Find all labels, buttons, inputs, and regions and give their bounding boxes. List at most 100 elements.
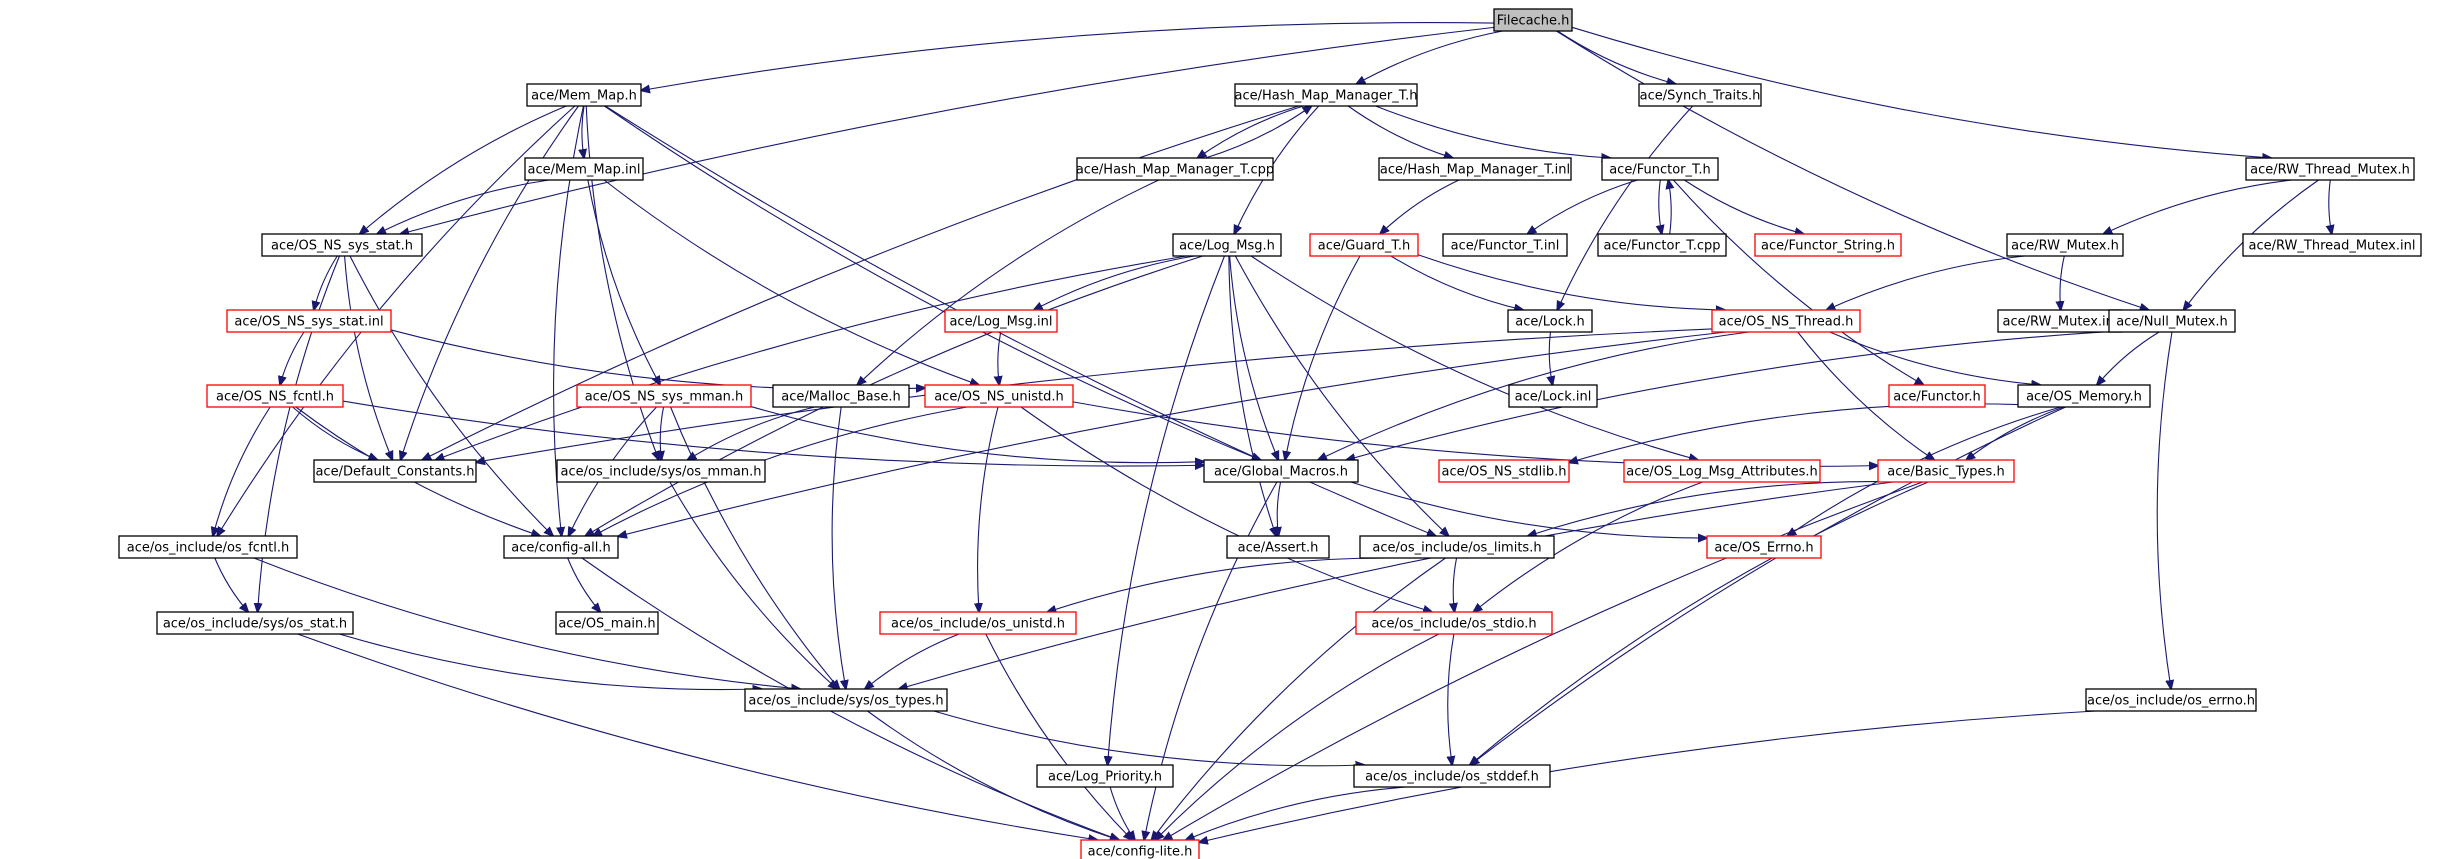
- node-os-log-msg-attr[interactable]: ace/OS_Log_Msg_Attributes.h: [1623, 459, 1821, 483]
- node-os-memory[interactable]: ace/OS_Memory.h: [2017, 384, 2151, 408]
- edge-mem-map-to-mem-map-inl: [582, 105, 584, 158]
- node-os-limits[interactable]: ace/os_include/os_limits.h: [1359, 535, 1555, 559]
- edge-mem-map-to-default-constants: [401, 105, 579, 460]
- node-synch-traits[interactable]: ace/Synch_Traits.h: [1638, 83, 1762, 107]
- edge-filecache-to-os-ns-sys-stat: [400, 26, 1495, 234]
- node-log-msg-inl[interactable]: ace/Log_Msg.inl: [944, 309, 1058, 333]
- node-box: [1493, 8, 1573, 32]
- node-log-msg[interactable]: ace/Log_Msg.h: [1172, 233, 1282, 257]
- node-sys-os-stat[interactable]: ace/os_include/sys/os_stat.h: [156, 611, 354, 635]
- node-box: [1877, 459, 2015, 483]
- node-global-macros[interactable]: ace/Global_Macros.h: [1203, 459, 1359, 483]
- node-hmm-t-cpp[interactable]: ace/Hash_Map_Manager_T.cpp: [1076, 157, 1274, 181]
- node-basic-types[interactable]: ace/Basic_Types.h: [1877, 459, 2015, 483]
- node-os-unistd[interactable]: ace/os_include/os_unistd.h: [879, 611, 1077, 635]
- node-os-ns-sys-mman[interactable]: ace/OS_NS_sys_mman.h: [576, 384, 752, 408]
- node-os-ns-sys-stat[interactable]: ace/OS_NS_sys_stat.h: [261, 233, 423, 257]
- edge-os-ns-sys-mman-to-sys-os-types: [670, 406, 840, 689]
- node-hmm-t-inl[interactable]: ace/Hash_Map_Manager_T.inl: [1378, 157, 1572, 181]
- node-label: ace/Mem_Map.inl: [528, 163, 641, 178]
- node-sys-os-types[interactable]: ace/os_include/sys/os_types.h: [744, 688, 948, 712]
- node-os-fcntl[interactable]: ace/os_include/os_fcntl.h: [118, 535, 298, 559]
- edge-hmm-t-to-default-constants: [422, 105, 1299, 460]
- edge-os-ns-sys-mman-to-sys-mman: [660, 406, 663, 460]
- edge-log-msg-to-log-priority: [1108, 255, 1225, 765]
- node-os-ns-thread[interactable]: ace/OS_NS_Thread.h: [1711, 309, 1861, 333]
- node-box: [1638, 83, 1762, 107]
- node-rw-thread-mutex[interactable]: ace/RW_Thread_Mutex.h: [2245, 157, 2415, 181]
- node-os-errno[interactable]: ace/os_include/os_errno.h: [2085, 688, 2257, 712]
- edge-os-ns-thread-to-os-memory: [1829, 331, 2041, 385]
- node-filecache[interactable]: Filecache.h: [1493, 8, 1573, 32]
- node-os-errno-h[interactable]: ace/OS_Errno.h: [1706, 535, 1822, 559]
- node-box: [1355, 611, 1553, 635]
- node-box: [556, 459, 766, 483]
- node-lock-inl[interactable]: ace/Lock.inl: [1508, 384, 1598, 408]
- edge-sys-mman-to-sys-os-types: [669, 481, 837, 689]
- edge-os-ns-fcntl-to-global-macros: [342, 400, 1204, 466]
- node-os-ns-fcntl[interactable]: ace/OS_NS_fcntl.h: [206, 384, 344, 408]
- node-malloc-base[interactable]: ace/Malloc_Base.h: [772, 384, 910, 408]
- node-config-lite[interactable]: ace/config-lite.h: [1080, 839, 1200, 859]
- edge-os-ns-unistd-to-basic-types: [1072, 401, 1878, 467]
- node-mem-map[interactable]: ace/Mem_Map.h: [526, 83, 642, 107]
- node-guard-t[interactable]: ace/Guard_T.h: [1309, 233, 1419, 257]
- node-functor-string[interactable]: ace/Functor_String.h: [1754, 233, 1902, 257]
- edge-os-ns-thread-to-global-macros: [1318, 331, 1750, 460]
- node-box: [924, 384, 1074, 408]
- edge-mem-map-to-sys-mman: [585, 105, 658, 460]
- node-box: [1172, 233, 1282, 257]
- node-label: ace/Functor_T.cpp: [1604, 239, 1721, 254]
- edge-log-msg-to-os-limits: [1234, 255, 1448, 536]
- node-box: [1359, 535, 1555, 559]
- node-os-stdio[interactable]: ace/os_include/os_stdio.h: [1355, 611, 1553, 635]
- edge-os-ns-thread-to-basic-types: [1797, 331, 1935, 460]
- node-os-ns-stdlib[interactable]: ace/OS_NS_stdlib.h: [1438, 459, 1570, 483]
- node-os-stddef[interactable]: ace/os_include/os_stddef.h: [1353, 764, 1551, 788]
- edge-os-ns-sys-mman-to-global-macros: [750, 406, 1204, 463]
- node-box: [1234, 83, 1418, 107]
- node-functor-t[interactable]: ace/Functor_T.h: [1601, 157, 1719, 181]
- node-config-all[interactable]: ace/config-all.h: [503, 535, 619, 559]
- node-functor-t-cpp[interactable]: ace/Functor_T.cpp: [1597, 233, 1727, 257]
- edge-basic-types-to-config-lite: [1163, 481, 1923, 840]
- node-box: [1353, 764, 1551, 788]
- edge-functor-t-to-functor-t-inl: [1527, 179, 1638, 234]
- node-sys-mman[interactable]: ace/os_include/sys/os_mman.h: [556, 459, 766, 483]
- edge-functor-t-to-functor: [1673, 179, 1923, 385]
- node-null-mutex[interactable]: ace/Null_Mutex.h: [2108, 309, 2236, 333]
- node-label: ace/os_include/sys/os_types.h: [748, 694, 943, 709]
- edge-os-limits-to-os-unistd: [1047, 557, 1388, 612]
- node-box: [226, 309, 392, 333]
- edge-mem-map-to-os-ns-sys-stat: [360, 105, 567, 234]
- edge-os-unistd-to-config-lite: [985, 633, 1132, 840]
- node-os-ns-unistd[interactable]: ace/OS_NS_unistd.h: [924, 384, 1074, 408]
- node-os-main[interactable]: ace/OS_main.h: [555, 611, 659, 635]
- node-label: ace/Log_Msg.h: [1179, 239, 1275, 254]
- edge-config-all-to-config-lite: [581, 557, 1119, 840]
- node-log-priority[interactable]: ace/Log_Priority.h: [1036, 764, 1174, 788]
- edge-os-fcntl-to-sys-os-stat: [214, 557, 248, 612]
- node-label: ace/os_include/sys/os_stat.h: [163, 617, 347, 632]
- node-assert[interactable]: ace/Assert.h: [1226, 535, 1330, 559]
- node-box: [524, 157, 644, 181]
- node-os-ns-sys-stat-inl[interactable]: ace/OS_NS_sys_stat.inl: [226, 309, 392, 333]
- edge-basic-types-to-sys-os-types: [899, 481, 1894, 689]
- node-hmm-t[interactable]: ace/Hash_Map_Manager_T.h: [1234, 83, 1418, 107]
- node-lock[interactable]: ace/Lock.h: [1507, 309, 1593, 333]
- node-functor-t-inl[interactable]: ace/Functor_T.inl: [1442, 233, 1568, 257]
- edge-os-ns-sys-stat-to-os-ns-sys-stat-inl: [314, 255, 338, 310]
- node-rw-mutex-inl[interactable]: ace/RW_Mutex.inl: [1997, 309, 2123, 333]
- node-box: [1601, 157, 1719, 181]
- edge-mem-map-to-os-fcntl: [217, 105, 576, 536]
- node-box: [2245, 157, 2415, 181]
- node-rw-mutex[interactable]: ace/RW_Mutex.h: [2006, 233, 2124, 257]
- node-mem-map-inl[interactable]: ace/Mem_Map.inl: [524, 157, 644, 181]
- node-functor[interactable]: ace/Functor.h: [1888, 384, 1986, 408]
- node-rw-thread-mutex-inl[interactable]: ace/RW_Thread_Mutex.inl: [2242, 233, 2422, 257]
- edge-sys-os-types-to-config-lite: [867, 710, 1118, 840]
- node-default-constants[interactable]: ace/Default_Constants.h: [313, 459, 477, 483]
- node-label: ace/Hash_Map_Manager_T.h: [1235, 89, 1418, 104]
- node-label: ace/RW_Thread_Mutex.inl: [2249, 239, 2416, 254]
- node-box: [1442, 233, 1568, 257]
